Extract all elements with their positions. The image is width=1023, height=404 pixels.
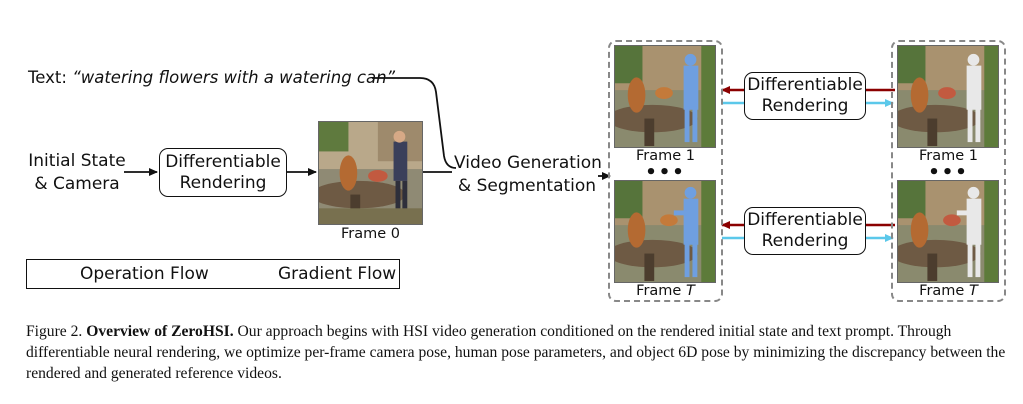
initial-state-label: Initial State & Camera: [28, 150, 126, 196]
diff-render-frame1-line1: Differentiable: [747, 75, 863, 95]
caption-title: Overview of ZeroHSI.: [86, 323, 234, 340]
generated-frames-group: [608, 40, 723, 302]
generated-frame1-caption: Frame 1: [635, 148, 695, 164]
generated-frameT-caption: Frame T: [608, 283, 723, 299]
caption-body: Our approach begins with HSI video gener…: [26, 323, 1006, 382]
diff-render-box-frame1: Differentiable Rendering: [744, 72, 866, 120]
rendered-frame1-caption: Frame 1: [918, 148, 978, 164]
text-prompt: Text: “watering flowers with a watering …: [28, 67, 395, 89]
generated-ellipsis: •••: [645, 162, 686, 183]
figure-caption: Figure 2. Overview of ZeroHSI. Our appro…: [26, 321, 1006, 384]
frame0-caption: Frame 0: [340, 226, 400, 242]
video-gen-line1: Video Generation: [454, 153, 602, 173]
rendered-frameT-image: [897, 180, 999, 283]
diff-render-box-main: Differentiable Rendering: [159, 148, 287, 197]
generated-frameT-image: [614, 180, 716, 283]
text-prompt-value: “watering flowers with a watering can”: [72, 68, 396, 87]
initial-state-line1: Initial State: [28, 151, 126, 171]
rendered-frame1-image: [897, 45, 999, 148]
rendered-frameT-var: T: [968, 283, 978, 299]
arrow-text-to-videogen: [372, 77, 457, 169]
initial-state-line2: & Camera: [34, 174, 120, 194]
text-prompt-prefix: Text:: [28, 68, 67, 87]
frame0-image: [318, 121, 423, 225]
diff-render-line2: Rendering: [179, 172, 267, 193]
video-gen-line2: & Segmentation: [457, 176, 597, 196]
rendered-frames-group: [891, 40, 1006, 302]
legend-gradient-label: Gradient Flow: [278, 264, 397, 284]
rendered-frameT-prefix: Frame: [919, 283, 965, 299]
diff-render-frame1-line2: Rendering: [761, 96, 849, 116]
diff-render-frameT-line1: Differentiable: [747, 210, 863, 230]
generated-frame1-image: [614, 45, 716, 148]
rendered-frameT-caption: Frame T: [891, 283, 1006, 299]
frameT-var: T: [685, 283, 695, 299]
legend-box: [26, 259, 400, 289]
caption-label: Figure 2.: [26, 323, 83, 340]
rendered-ellipsis: •••: [928, 162, 969, 183]
frameT-prefix: Frame: [636, 283, 682, 299]
diff-render-frameT-line2: Rendering: [761, 231, 849, 251]
diff-render-box-frameT: Differentiable Rendering: [744, 207, 866, 255]
legend-operation-label: Operation Flow: [80, 264, 209, 284]
video-gen-label: Video Generation & Segmentation: [454, 152, 602, 198]
diff-render-line1: Differentiable: [165, 151, 281, 172]
